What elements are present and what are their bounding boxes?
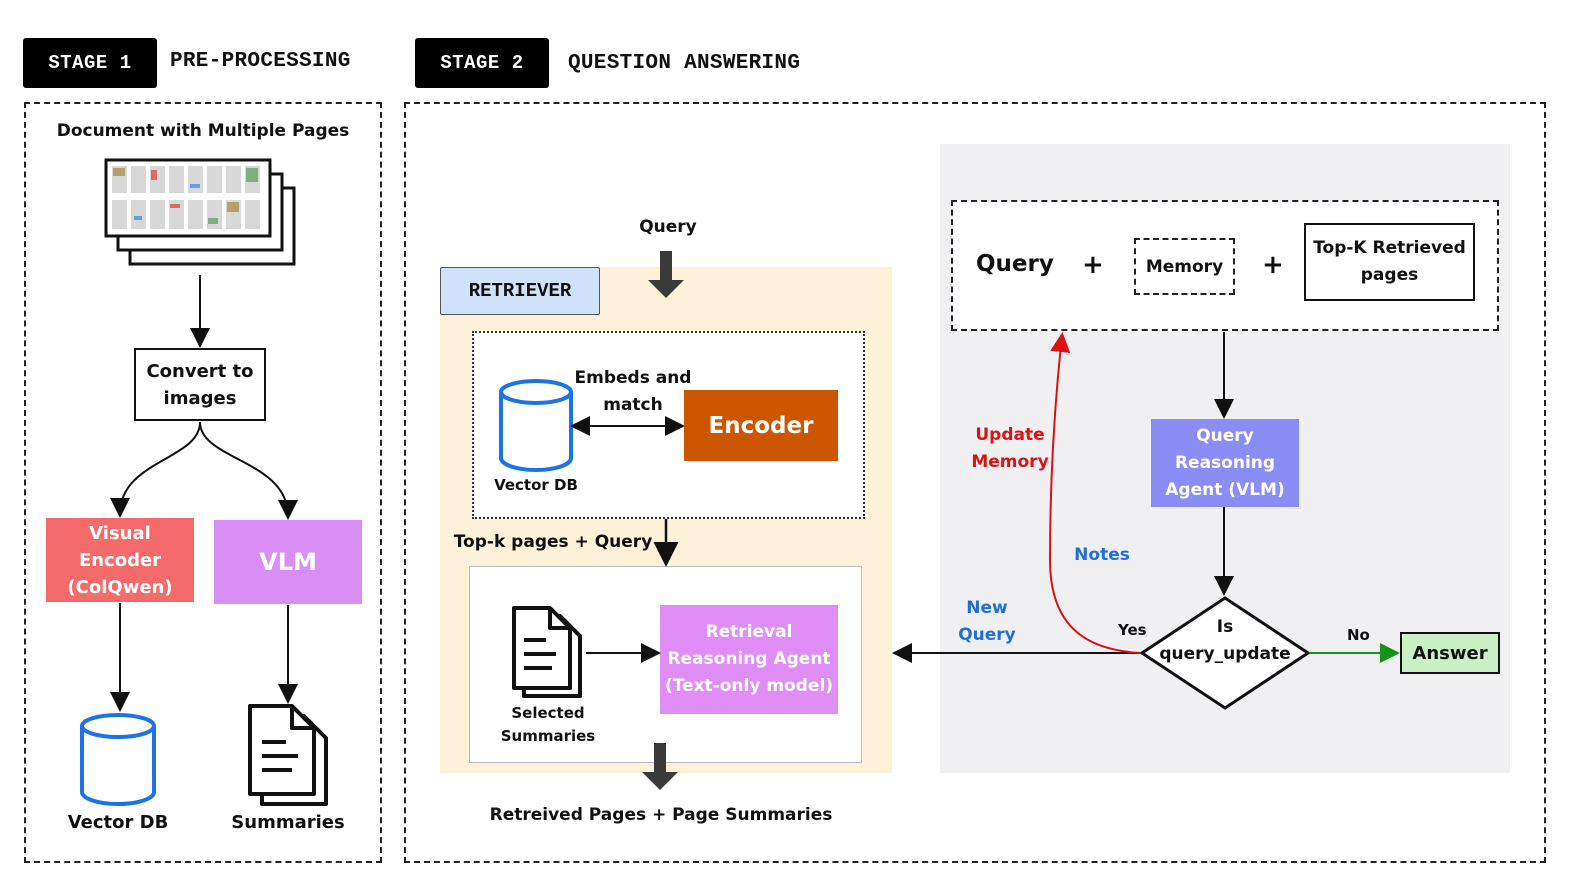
arrow-update-memory xyxy=(1048,332,1141,654)
document-label: Document with Multiple Pages xyxy=(56,121,350,141)
stage2-tag: STAGE 2 xyxy=(415,38,549,88)
notes-label: Notes xyxy=(1074,545,1130,565)
retriever-label: RETRIEVER xyxy=(468,280,572,302)
vlm-label: VLM xyxy=(259,548,317,576)
stage2-panel xyxy=(404,102,1546,863)
update-memory-label: Update Memory xyxy=(971,425,1049,472)
summaries-doc-icon xyxy=(246,702,332,808)
visual-encoder-label: Visual Encoder (ColQwen) xyxy=(67,522,173,598)
summaries-label: Summaries xyxy=(231,812,345,833)
decision-label: Is query_update xyxy=(1159,617,1291,664)
retrieval-agent-label: Retrieval Reasoning Agent (Text-only mod… xyxy=(664,622,834,696)
arrow-convert-to-visual-encoder xyxy=(110,421,201,518)
stage1-panel xyxy=(24,102,382,863)
convert-to-images-box: Convert to images xyxy=(134,348,266,421)
vector-db-icon-retriever xyxy=(497,378,575,474)
vector-db-icon xyxy=(78,712,158,808)
output-label: Retreived Pages + Page Summaries xyxy=(489,805,833,825)
plus-sign-1: + xyxy=(1082,250,1104,280)
context-query-label: Query xyxy=(976,251,1054,277)
new-query-label: New Query xyxy=(958,598,1016,645)
decision-diamond xyxy=(1139,596,1311,710)
selected-summaries-doc-icon xyxy=(510,604,586,700)
plus-sign-2: + xyxy=(1262,250,1284,280)
stage1-title: PRE-PROCESSING xyxy=(170,50,351,73)
memory-label: Memory xyxy=(1145,256,1224,277)
encoder-label: Encoder xyxy=(708,412,814,439)
retriever-vector-db-label: Vector DB xyxy=(494,476,578,494)
topk-retrieved-box: Top-K Retrieved pages xyxy=(1304,223,1475,301)
document-pages-icon xyxy=(104,158,300,270)
arrow-convert-to-vlm xyxy=(199,421,298,520)
stage1-tag: STAGE 1 xyxy=(23,38,157,88)
topk-query-label: Top-k pages + Query xyxy=(453,532,653,552)
encoder-box: Encoder xyxy=(684,390,838,461)
embeds-and-match-label: Embeds and match xyxy=(574,368,692,415)
query-down-block-arrow xyxy=(648,251,684,298)
yes-label: Yes xyxy=(1118,621,1147,639)
vector-db-label: Vector DB xyxy=(67,812,169,833)
answer-label: Answer xyxy=(1412,642,1488,664)
answer-box: Answer xyxy=(1400,632,1500,674)
retrieval-agent-box: Retrieval Reasoning Agent (Text-only mod… xyxy=(660,605,838,714)
vlm-box: VLM xyxy=(214,520,362,604)
memory-box: Memory xyxy=(1134,238,1235,295)
convert-to-images-label: Convert to images xyxy=(146,360,254,409)
retriever-tag: RETRIEVER xyxy=(440,267,600,315)
query-agent-box: Query Reasoning Agent (VLM) xyxy=(1151,419,1299,507)
query-input-label: Query xyxy=(639,217,697,237)
selected-summaries-label: Selected Summaries xyxy=(500,704,596,745)
no-label: No xyxy=(1347,626,1370,644)
query-agent-label: Query Reasoning Agent (VLM) xyxy=(1165,425,1285,500)
stage2-title: QUESTION ANSWERING xyxy=(568,52,801,75)
visual-encoder-box: Visual Encoder (ColQwen) xyxy=(46,518,194,602)
topk-retrieved-label: Top-K Retrieved pages xyxy=(1313,238,1466,285)
output-down-block-arrow xyxy=(642,743,678,790)
